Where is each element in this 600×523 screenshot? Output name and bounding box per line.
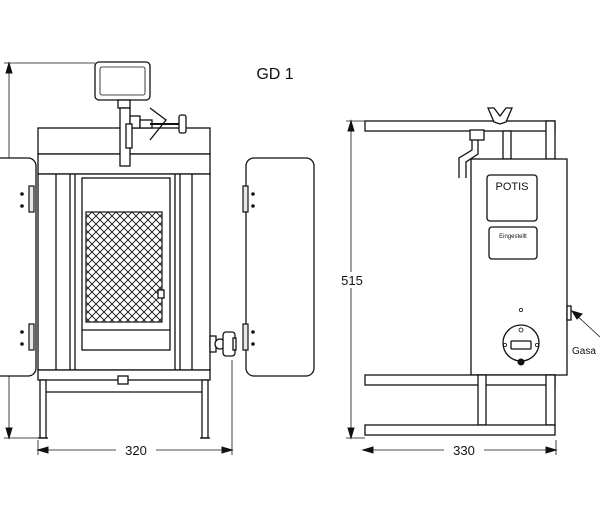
left-door [0,157,37,377]
side-stand [364,374,556,436]
heating-mesh [85,211,165,323]
right-door [242,157,315,377]
gas-connection-label: Gasa [572,346,596,357]
gas-knob [209,331,237,357]
skewer-assembly [119,107,187,167]
drawing-title: GD 1 [256,66,293,83]
front-width-dimension: 320 [125,443,147,458]
guide-tube [458,129,485,178]
side-view: 515 POTIS Eingestellt [338,107,600,458]
brand-label: POTIS [495,181,528,193]
side-height-dimension: 515 [341,273,363,288]
side-body: POTIS Eingestellt [470,158,572,376]
front-view: 605 [0,61,315,458]
side-width-dimension: 330 [453,443,475,458]
top-rail [364,107,556,160]
gas-connection-callout [570,310,600,338]
control-display [94,61,151,109]
settings-plate-label: Eingestellt [499,234,527,240]
